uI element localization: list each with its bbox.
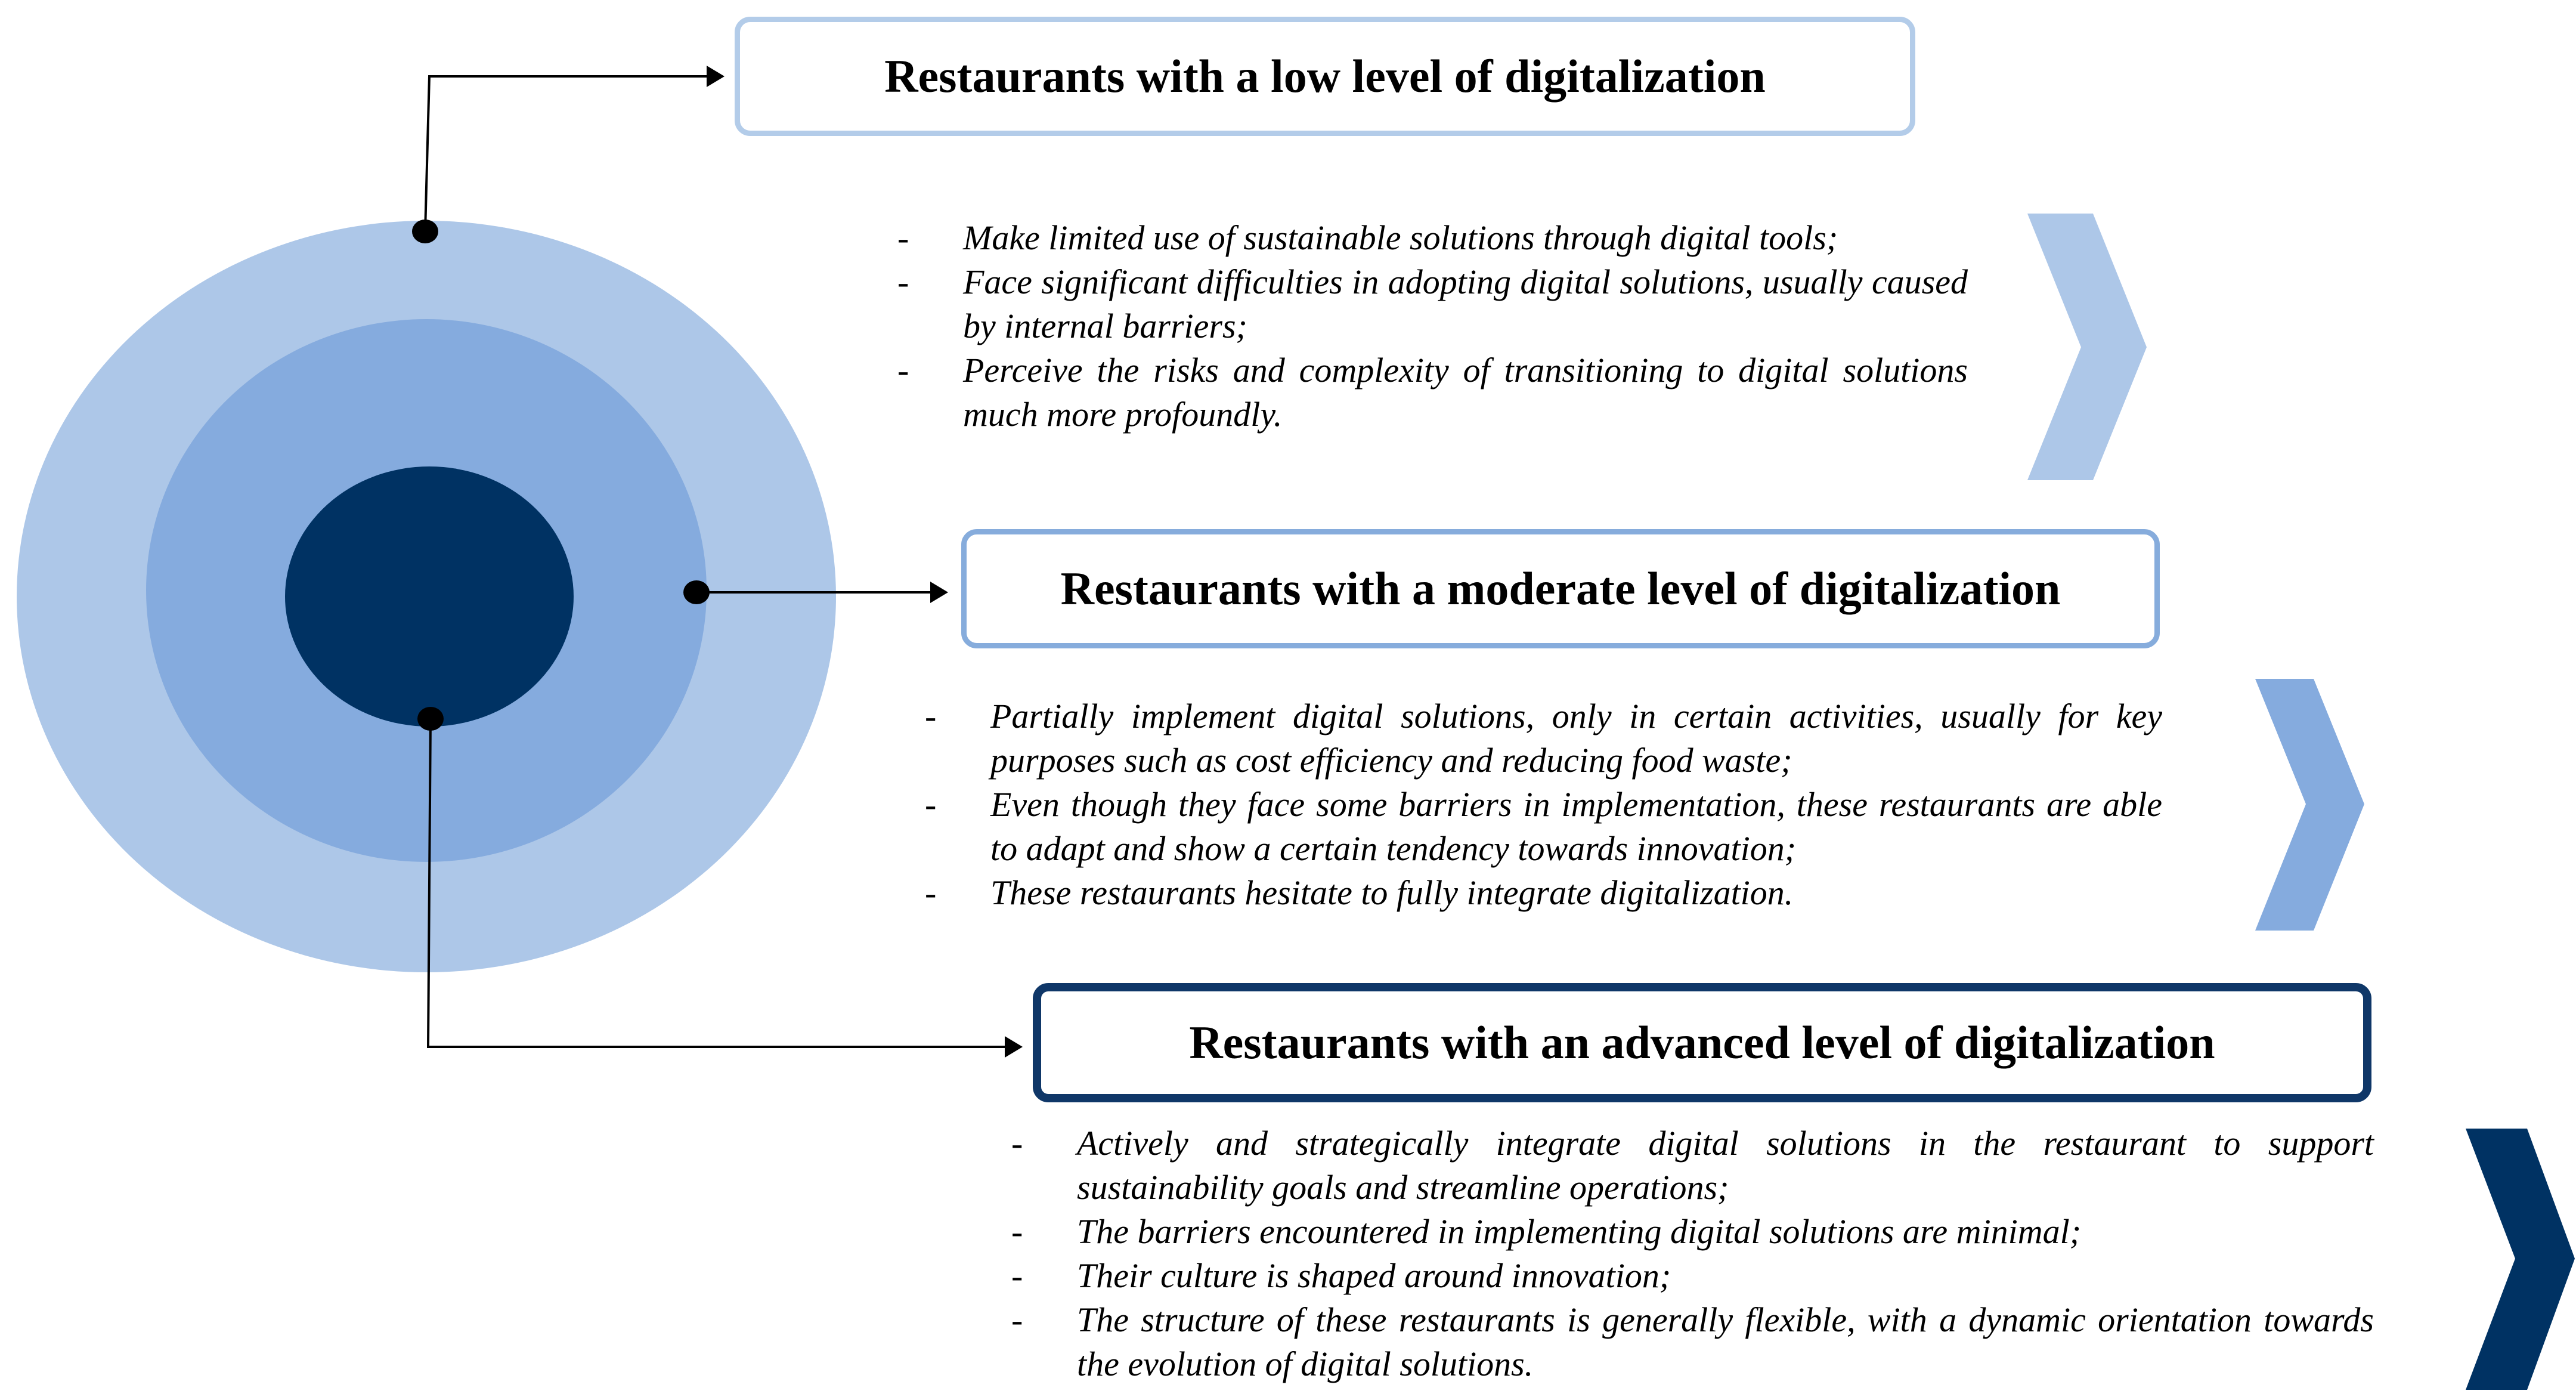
chevron-low [2027, 214, 2147, 480]
connector-advanced-line [426, 718, 1017, 1048]
bullet-dash: - [897, 218, 909, 257]
bullet-dash: - [925, 697, 937, 735]
bullet-dash: - [1011, 1124, 1023, 1163]
connector-moderate-dot [683, 580, 710, 604]
chevron-advanced [2466, 1129, 2575, 1390]
arrowhead-low [707, 66, 724, 87]
connector-low-line [424, 73, 719, 232]
bullet-dash: - [1011, 1212, 1023, 1251]
connector-low [412, 67, 724, 243]
list-item: -These restaurants hesitate to fully int… [925, 871, 2162, 915]
list-item: -Perceive the risks and complexity of tr… [897, 348, 1968, 437]
connector-advanced [417, 707, 1017, 1048]
arrowhead-moderate [930, 582, 948, 603]
arrowhead-advanced [1005, 1036, 1023, 1058]
list-item: -The structure of these restaurants is g… [1011, 1298, 2374, 1386]
chevron-moderate [2255, 679, 2364, 931]
moderate-level-title-box: Restaurants with a moderate level of dig… [961, 529, 2160, 648]
connector-advanced-dot [417, 707, 444, 731]
advanced-level-characteristics: -Actively and strategically integrate di… [1011, 1121, 2374, 1386]
bullet-dash: - [897, 351, 909, 390]
list-item: -Face significant difficulties in adopti… [897, 260, 1968, 348]
list-item: -Even though they face some barriers in … [925, 783, 2162, 871]
low-level-characteristics: -Make limited use of sustainable solutio… [897, 216, 1968, 437]
list-item: -Partially implement digital solutions, … [925, 694, 2162, 783]
connector-low-dot [412, 220, 438, 243]
list-item: -The barriers encountered in implementin… [1011, 1210, 2374, 1254]
list-item: -Their culture is shaped around innovati… [1011, 1254, 2374, 1298]
moderate-level-title: Restaurants with a moderate level of dig… [1060, 562, 2061, 614]
list-item: -Actively and strategically integrate di… [1011, 1121, 2374, 1210]
core-advanced [285, 466, 574, 727]
advanced-level-title-box: Restaurants with an advanced level of di… [1033, 983, 2371, 1102]
bullet-dash: - [1011, 1300, 1023, 1339]
advanced-level-title: Restaurants with an advanced level of di… [1189, 1016, 2215, 1068]
connector-moderate [683, 580, 945, 604]
low-level-title-box: Restaurants with a low level of digitali… [735, 17, 1915, 136]
low-level-title: Restaurants with a low level of digitali… [884, 50, 1766, 102]
bullet-dash: - [925, 873, 937, 912]
list-item: -Make limited use of sustainable solutio… [897, 216, 1968, 260]
bullet-dash: - [897, 262, 909, 301]
bullet-dash: - [925, 785, 937, 824]
bullet-dash: - [1011, 1256, 1023, 1295]
moderate-level-characteristics: -Partially implement digital solutions, … [925, 694, 2162, 915]
